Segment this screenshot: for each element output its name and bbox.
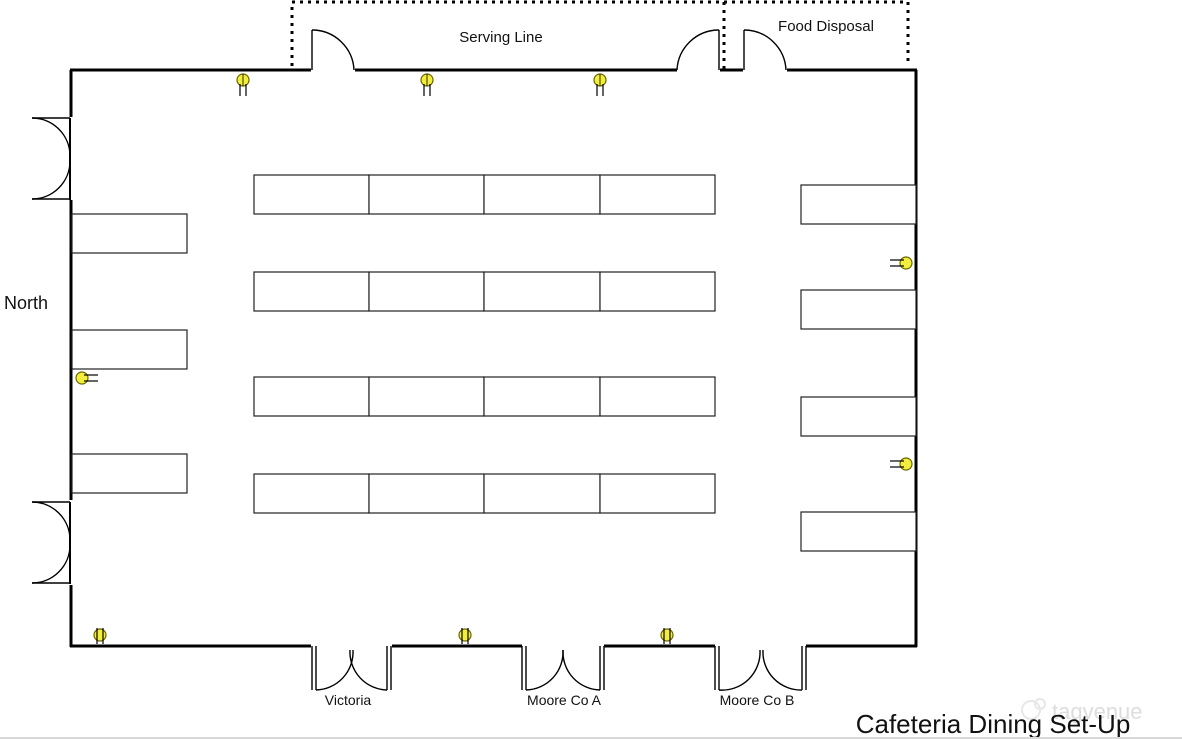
table[interactable] [368, 473, 485, 514]
page-title: Cafeteria Dining Set-Up [856, 709, 1131, 739]
victoria-label: Victoria [325, 692, 372, 708]
tagvenue-logo-icon [1021, 698, 1046, 720]
table-row-3 [253, 376, 716, 417]
table[interactable] [368, 271, 485, 312]
table[interactable] [800, 289, 917, 330]
door-moore-co-a[interactable] [521, 646, 605, 691]
table[interactable] [368, 174, 485, 215]
door-serving-left[interactable] [311, 29, 355, 71]
table[interactable] [800, 184, 917, 225]
table-row-4 [253, 473, 716, 514]
door-north-top[interactable] [31, 117, 71, 200]
table[interactable] [253, 174, 370, 215]
center-tables [253, 174, 716, 514]
room-walls [69, 68, 918, 648]
power-outlet-icon [236, 73, 250, 96]
left-wall-tables [71, 213, 188, 494]
door-food-disposal[interactable] [743, 29, 787, 71]
table[interactable] [800, 396, 917, 437]
table[interactable] [800, 511, 917, 552]
table[interactable] [599, 376, 716, 417]
door-north-bottom[interactable] [31, 501, 71, 584]
serving-line-label: Serving Line [459, 29, 542, 46]
door-serving-right[interactable] [676, 29, 720, 71]
table[interactable] [599, 174, 716, 215]
table[interactable] [253, 473, 370, 514]
table[interactable] [71, 453, 188, 494]
power-outlet-icon [75, 371, 98, 385]
door-moore-co-b[interactable] [714, 646, 807, 691]
north-label: North [4, 293, 48, 313]
table[interactable] [483, 473, 601, 514]
power-outlet-icon [660, 628, 674, 644]
watermark-text: tagvenue [1052, 699, 1143, 724]
right-wall-tables [800, 184, 917, 552]
bottom-divider [0, 737, 1182, 739]
table[interactable] [483, 376, 601, 417]
table[interactable] [483, 174, 601, 215]
power-outlet-icon [420, 73, 434, 96]
power-outlet-icon [93, 628, 107, 644]
power-outlet-icon [593, 73, 607, 96]
table[interactable] [483, 271, 601, 312]
moore-co-b-label: Moore Co B [720, 692, 795, 708]
food-disposal-label: Food Disposal [778, 18, 874, 35]
door-victoria[interactable] [311, 646, 392, 691]
table[interactable] [253, 271, 370, 312]
moore-co-a-label: Moore Co A [527, 692, 602, 708]
table[interactable] [599, 473, 716, 514]
power-outlet-icon [890, 256, 913, 270]
table[interactable] [368, 376, 485, 417]
serving-line-area [290, 0, 910, 70]
power-outlets [75, 73, 913, 644]
table[interactable] [599, 271, 716, 312]
power-outlet-icon [890, 457, 913, 471]
table-row-2 [253, 271, 716, 312]
table-row-1 [253, 174, 716, 215]
table[interactable] [71, 213, 188, 254]
power-outlet-icon [458, 628, 472, 644]
table[interactable] [253, 376, 370, 417]
table[interactable] [71, 329, 188, 370]
